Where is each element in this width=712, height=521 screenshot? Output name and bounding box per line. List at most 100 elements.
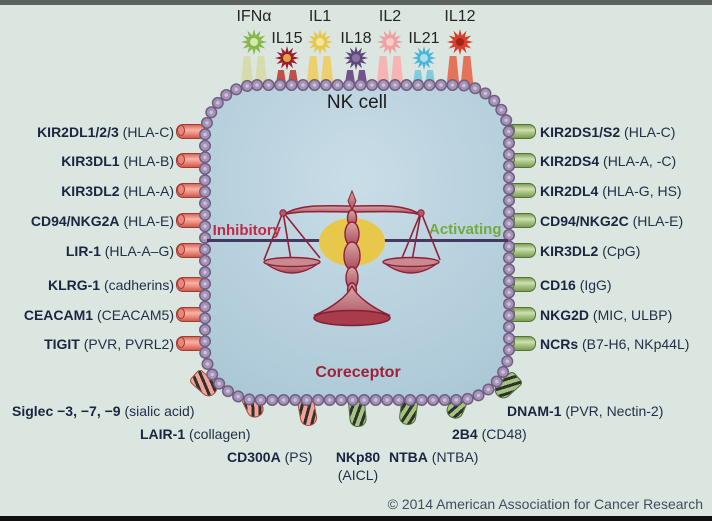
receptor-name: KIR2DL4	[540, 183, 599, 199]
receptor-name: CD300A	[227, 449, 281, 465]
cytokine-unit-il1: IL1	[302, 8, 338, 90]
cytokine-burst-icon	[344, 46, 368, 70]
receptor-ligand: (HLA-E)	[123, 213, 174, 229]
scale-post	[343, 209, 361, 298]
receptor-label: CD94/NKG2A (HLA-E)	[4, 212, 174, 230]
receptor-ligand: (cadherins)	[103, 277, 174, 293]
receptor-name: CD16	[540, 277, 576, 293]
inhibitory-receptor-shape	[176, 243, 206, 258]
scale-pans	[263, 256, 440, 274]
bottom-border	[0, 516, 712, 521]
coreceptor-label: Coreceptor	[315, 364, 401, 381]
coreceptor-label-2b4: 2B4 (CD48)	[452, 425, 527, 443]
receptor-label: TIGIT (PVR, PVRL2)	[4, 335, 174, 353]
receptor-name: NKG2D	[540, 307, 590, 323]
receptor-ligand: (HLA-C)	[624, 124, 676, 140]
cytokine-unit-ifna: IFNα	[236, 8, 272, 90]
balance-scale	[263, 189, 441, 327]
receptor-label: KIR3DL2 (HLA-A)	[4, 182, 174, 200]
cytokine-burst-icon	[447, 29, 473, 55]
coreceptor-label-nkp80: NKp80(AICL)	[328, 448, 388, 484]
receptor-name: KIR2DL1/2/3	[37, 124, 119, 140]
coreceptor-label-dnam1: DNAM-1 (PVR, Nectin-2)	[507, 402, 663, 420]
coreceptor-label-siglec: Siglec −3, −7, −9 (sialic acid)	[12, 402, 194, 420]
cytokine-burst-icon	[377, 29, 403, 55]
cytokine-receptor-pair	[344, 70, 368, 86]
receptor-label: KIR3DL2 (CpG)	[540, 242, 640, 260]
receptor-label: NKG2D (MIC, ULBP)	[540, 306, 672, 324]
receptor-ligand: (HLA-A)	[123, 183, 174, 199]
receptor-ligand: (CEACAM5)	[96, 307, 174, 323]
cell-title: NK cell	[326, 92, 388, 113]
cytokine-unit-il2: IL2	[372, 8, 408, 90]
cytokine-label: IL2	[378, 8, 402, 25]
receptor-ligand: (HLA-B)	[123, 153, 174, 169]
receptor-label: KIR2DS4 (HLA-A, -C)	[540, 152, 676, 170]
receptor-name: CD94/NKG2C	[540, 213, 629, 229]
receptor-label: CD94/NKG2C (HLA-E)	[540, 212, 683, 230]
inhibitory-receptor-shape	[176, 307, 206, 322]
cytokine-label: IL12	[444, 8, 476, 25]
receptor-name: KIR3DL2	[540, 243, 599, 259]
cytokine-receptor-pair	[275, 70, 299, 86]
cytokine-unit-il15: IL15	[269, 8, 305, 90]
coreceptor-label-ntba: NTBA (NTBA)	[389, 448, 478, 466]
receptor-name: LAIR-1	[140, 426, 186, 442]
receptor-ligand: (PS)	[284, 449, 313, 465]
receptor-name: DNAM-1	[507, 403, 562, 419]
receptor-ligand: (collagen)	[189, 426, 251, 442]
receptor-label: LIR-1 (HLA-A–G)	[4, 242, 174, 260]
receptor-label: NCRs (B7-H6, NKp44L)	[540, 335, 689, 353]
receptor-ligand: (PVR, PVRL2)	[83, 336, 174, 352]
receptor-name: TIGIT	[44, 336, 80, 352]
receptor-name: NCRs	[540, 336, 579, 352]
receptor-ligand: (sialic acid)	[124, 403, 195, 419]
cytokine-unit-il18: IL18	[338, 8, 374, 90]
receptor-ligand: (CD48)	[481, 426, 527, 442]
receptor-ligand: (HLA-G, HS)	[602, 183, 682, 199]
receptor-name: Siglec −3, −7, −9	[12, 403, 121, 419]
top-border	[0, 0, 712, 5]
receptor-label: KIR3DL1 (HLA-B)	[4, 152, 174, 170]
receptor-ligand: (HLA-A, -C)	[603, 153, 677, 169]
inhibitory-receptor-shape	[176, 277, 206, 292]
receptor-name: KLRG-1	[47, 277, 101, 293]
receptor-name: KIR3DL2	[61, 183, 120, 199]
cytokine-label: IL21	[408, 30, 440, 47]
receptor-name: LIR-1	[65, 243, 101, 259]
cytokine-burst-icon	[241, 29, 267, 55]
receptor-label: KIR2DL4 (HLA-G, HS)	[540, 182, 682, 200]
receptor-label: KIR2DL1/2/3 (HLA-C)	[4, 123, 174, 141]
receptor-ligand: (HLA-A–G)	[104, 243, 174, 259]
receptor-ligand: (CpG)	[602, 243, 641, 259]
cytokine-burst-icon	[412, 46, 436, 70]
cytokine-receptor-pair	[412, 70, 436, 86]
cytokine-label: IL1	[308, 8, 332, 25]
receptor-name: KIR2DS1/S2	[540, 124, 621, 140]
receptor-ligand: (NTBA)	[431, 449, 479, 465]
activating-label: Activating	[429, 221, 502, 238]
cytokine-label: IL15	[271, 30, 303, 47]
receptor-ligand: (B7-H6, NKp44L)	[582, 336, 690, 352]
cytokine-receptor-pair	[376, 56, 404, 86]
receptor-name: 2B4	[452, 426, 478, 442]
coreceptor-label-cd300a: CD300A (PS)	[227, 448, 313, 466]
cytokine-unit-il12: IL12	[442, 8, 478, 90]
cytokine-unit-il21: IL21	[406, 8, 442, 90]
cytokine-label: IL18	[340, 30, 372, 47]
cytokine-burst-icon	[307, 29, 333, 55]
receptor-name: CD94/NKG2A	[30, 213, 120, 229]
receptor-label: KLRG-1 (cadherins)	[4, 276, 174, 294]
coreceptor-label-lair1: LAIR-1 (collagen)	[140, 425, 251, 443]
receptor-name: KIR3DL1	[61, 153, 120, 169]
cytokine-receptor-pair	[306, 56, 334, 86]
scale-strings	[263, 211, 441, 267]
receptor-label: CD16 (IgG)	[540, 276, 612, 294]
receptor-name: CEACAM1	[23, 307, 94, 323]
receptor-label: CEACAM1 (CEACAM5)	[4, 306, 174, 324]
receptor-ligand: (PVR, Nectin-2)	[565, 403, 664, 419]
receptor-name: NTBA	[389, 449, 428, 465]
receptor-ligand: (AICL)	[337, 467, 379, 483]
receptor-ligand: (IgG)	[579, 277, 612, 293]
cytokine-label: IFNα	[236, 8, 272, 25]
